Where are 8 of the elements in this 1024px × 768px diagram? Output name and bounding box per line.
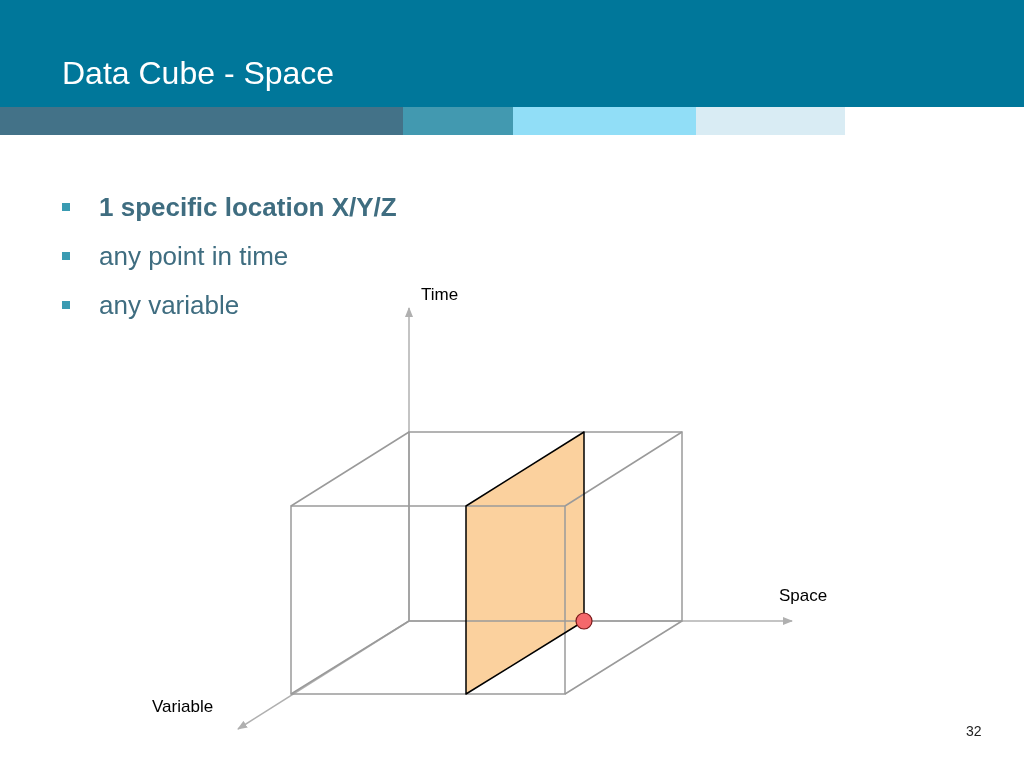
bullet-text: 1 specific location X/Y/Z <box>99 191 397 224</box>
page-number: 32 <box>966 722 982 741</box>
axis-label: Variable <box>152 696 214 718</box>
bullet-text: any variable <box>99 289 240 322</box>
axis-label: Time <box>421 284 459 306</box>
axis-label: Space <box>779 585 828 607</box>
bullet-text: any point in time <box>99 240 289 273</box>
slide-title: Data Cube - Space <box>62 54 335 93</box>
